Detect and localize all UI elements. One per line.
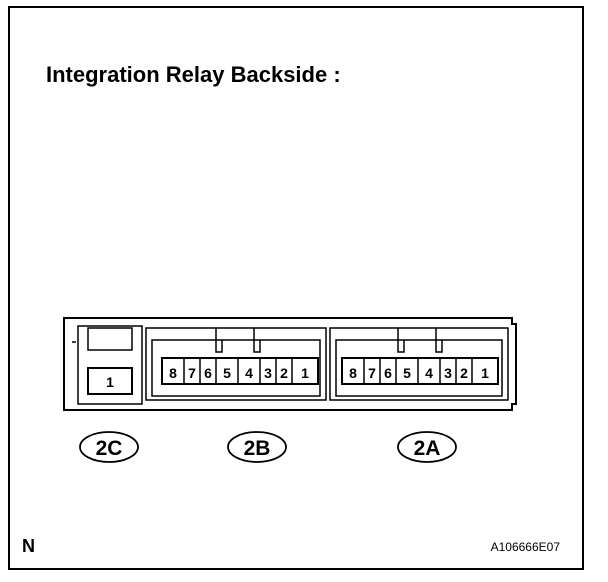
connector-2c-latch <box>87 327 133 351</box>
connector-2b-pin-3: 3 <box>264 365 272 381</box>
connector-2c-tag <box>79 431 139 463</box>
connector-2a-pins <box>363 358 473 384</box>
connector-2b-pin-8: 8 <box>169 365 177 381</box>
connector-2a-pin-2: 2 <box>460 365 468 381</box>
connector-2c-pin <box>87 367 133 395</box>
connector-2b-pin-5: 5 <box>223 365 231 381</box>
connector-2a-pin-1: 1 <box>481 365 489 381</box>
connector-2a-label: 2A <box>414 437 441 460</box>
connector-2b-tag <box>227 431 287 463</box>
connector-2a-inner <box>335 339 503 397</box>
connector-2b-pin-6: 6 <box>204 365 212 381</box>
connector-2b-body <box>145 327 327 401</box>
connector-2b-pin-7: 7 <box>188 365 196 381</box>
connector-2b-label: 2B <box>244 437 271 460</box>
diagram-title: Integration Relay Backside : <box>46 62 341 87</box>
connector-2b-inner <box>151 339 321 397</box>
connector-2b-pin-1: 1 <box>301 365 309 381</box>
connector-2a-pin-row <box>341 357 499 385</box>
connector-2c-pin-label: 1 <box>106 374 114 390</box>
relay-housing <box>63 317 517 411</box>
connector-2a-pin-3: 3 <box>444 365 452 381</box>
connector-2c-label: 2C <box>96 437 123 460</box>
connector-2a-pin-7: 7 <box>368 365 376 381</box>
diagram-frame <box>8 6 584 570</box>
connector-2b-pin-row <box>161 357 319 385</box>
connector-2a-pin-5: 5 <box>403 365 411 381</box>
connector-2c-body <box>77 325 143 405</box>
connector-2a-pin-4: 4 <box>425 365 433 381</box>
connector-2b-pin-2: 2 <box>280 365 288 381</box>
connector-2a-pin-6: 6 <box>384 365 392 381</box>
connector-2a-tag <box>397 431 457 463</box>
connector-2a-body <box>329 327 509 401</box>
corner-letter: N <box>22 536 35 556</box>
connector-2b-pins <box>183 358 293 384</box>
connector-2b-pin-4: 4 <box>245 365 253 381</box>
figure-code: A106666E07 <box>490 540 560 554</box>
connector-2a-pin-8: 8 <box>349 365 357 381</box>
